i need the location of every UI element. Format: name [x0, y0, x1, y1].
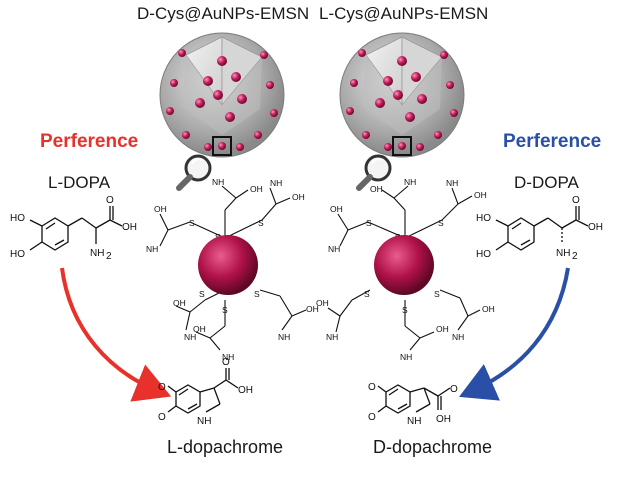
right-preference-label: Perference	[503, 131, 602, 152]
amine-label: NH	[278, 332, 290, 342]
right-reaction-arrow	[459, 267, 570, 401]
amine-label: NH	[452, 332, 464, 342]
sulfur-label: S	[222, 305, 228, 315]
right-silica-sphere	[339, 32, 465, 158]
sulfur-label: S	[438, 218, 444, 228]
left-product-label: L-dopachrome	[167, 437, 284, 457]
oh-label: OH	[436, 414, 451, 425]
amine-label: NH	[212, 177, 224, 187]
oh-label: OH	[306, 304, 319, 314]
right-product-label: D-dopachrome	[373, 437, 493, 457]
amine-label: NH	[446, 178, 458, 188]
sulfur-label: S	[254, 289, 260, 299]
left-magnifier-icon	[179, 156, 210, 188]
left-substrate-label: L-DOPA	[48, 173, 111, 192]
amine-label: NH	[270, 178, 282, 188]
right-dopachrome-molecule	[377, 384, 451, 414]
carbonyl-o-label: O	[450, 384, 458, 395]
sulfur-label: S	[258, 218, 264, 228]
right-cysteine-ligands	[327, 185, 481, 351]
right-title: L-Cys@AuNPs-EMSN	[319, 4, 489, 23]
hydroxyl-label: HO	[476, 249, 491, 260]
amine-label: NH	[146, 244, 158, 254]
oh-label: OH	[474, 190, 487, 200]
sulfur-label: S	[434, 289, 440, 299]
oh-label: OH	[482, 304, 495, 314]
oh-label: OH	[193, 324, 206, 334]
oh-label: OH	[588, 222, 603, 233]
amine-label: NH	[400, 352, 412, 362]
left-silica-sphere	[159, 32, 285, 158]
right-dopa-molecule	[495, 206, 589, 251]
carbonyl-o-label: O	[158, 382, 166, 393]
carbonyl-o-label: O	[368, 382, 376, 393]
amine-label: NH	[556, 248, 570, 259]
amine-label: NH	[326, 332, 338, 342]
oh-label: OH	[154, 204, 167, 214]
subscript-label: 2	[106, 251, 112, 262]
left-dopa-molecule	[29, 206, 123, 251]
carbonyl-o-label: O	[222, 357, 230, 368]
carbonyl-o-label: O	[572, 195, 580, 206]
oh-label: OH	[436, 324, 449, 334]
hydroxyl-label: HO	[476, 213, 491, 224]
hydroxyl-label: HO	[10, 213, 25, 224]
indoline-nh-label: NH	[197, 416, 211, 427]
oh-label: OH	[238, 385, 253, 396]
hydroxyl-label: HO	[10, 249, 25, 260]
right-gold-nanoparticle	[374, 235, 434, 295]
indoline-nh-label: NH	[407, 416, 421, 427]
sulfur-label: S	[364, 289, 370, 299]
left-dopachrome-molecule	[167, 368, 239, 414]
left-gold-nanoparticle	[198, 235, 258, 295]
carbonyl-o-label: O	[368, 412, 376, 423]
left-cysteine-ligands	[159, 185, 307, 351]
subscript-label: 2	[572, 251, 578, 262]
amine-label: NH	[328, 244, 340, 254]
amine-label: NH	[222, 352, 234, 362]
left-title: D-Cys@AuNPs-EMSN	[137, 4, 310, 23]
oh-label: OH	[250, 184, 263, 194]
sulfur-label: S	[199, 289, 205, 299]
sulfur-label: S	[402, 305, 408, 315]
carbonyl-o-label: O	[106, 195, 114, 206]
oh-label: OH	[173, 298, 186, 308]
oh-label: OH	[292, 192, 305, 202]
amine-label: NH	[90, 248, 104, 259]
oh-label: OH	[122, 222, 137, 233]
oh-label: OH	[330, 204, 343, 214]
oh-label: OH	[316, 298, 329, 308]
sulfur-label: S	[366, 218, 372, 228]
oh-label: OH	[370, 184, 383, 194]
right-substrate-label: D-DOPA	[514, 173, 579, 192]
carbonyl-o-label: O	[158, 412, 166, 423]
amine-label: NH	[184, 332, 196, 342]
amine-label: NH	[404, 177, 416, 187]
left-preference-label: Perference	[40, 131, 139, 152]
left-reaction-arrow	[60, 267, 172, 402]
sulfur-label: S	[189, 218, 195, 228]
